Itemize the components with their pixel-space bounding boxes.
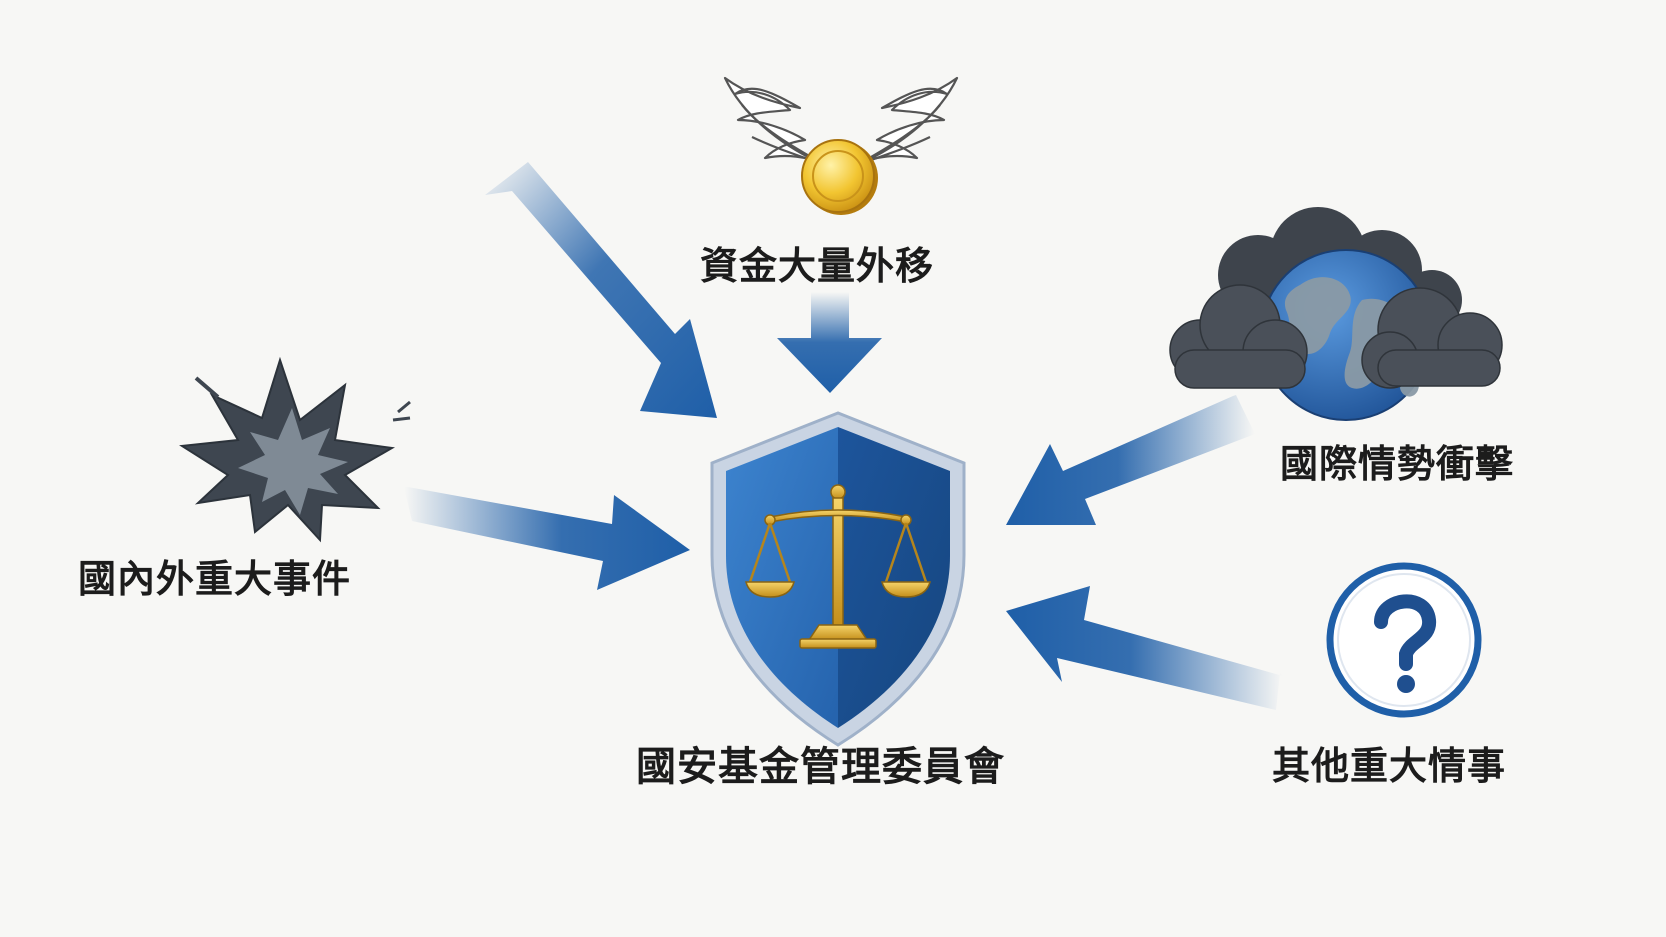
arrow-other [1006,586,1283,710]
arrow-capital-diagonal [485,162,717,418]
shield-scales-icon [710,411,966,747]
scales-of-justice-icon [745,484,931,649]
arrow-domestic [404,487,690,590]
intl-situation-label: 國際情勢衝擊 [1280,442,1515,486]
storm-globe-icon [1169,207,1503,421]
explosion-icon [179,356,411,543]
question-icon [1326,562,1482,718]
arrow-capital-down [777,292,882,393]
winged-coin-icon [723,76,959,215]
committee-label: 國安基金管理委員會 [636,744,1005,790]
other-matters-label: 其他重大情事 [1272,744,1507,788]
domestic-event-label: 國內外重大事件 [78,557,352,601]
capital-outflow-label: 資金大量外移 [700,244,935,288]
arrow-intl [1006,395,1255,525]
